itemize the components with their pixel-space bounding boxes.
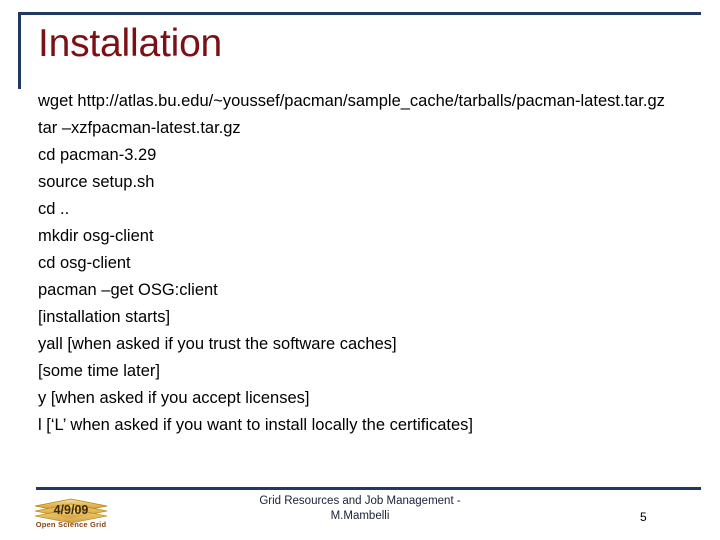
footer-center-text: Grid Resources and Job Management - M.Ma… <box>259 495 461 522</box>
body-line: [installation starts] <box>38 308 171 326</box>
body-line: l [‘L’ when asked if you want to install… <box>38 416 474 434</box>
page-title: Installation <box>38 22 223 65</box>
body-line: [some time later] <box>38 362 160 380</box>
body-line: cd pacman-3.29 <box>38 146 157 164</box>
slide-body: wget http://atlas.bu.edu/~youssef/pacman… <box>38 88 693 439</box>
open-science-grid-logo: 4/9/09 Open Science Grid <box>28 498 114 536</box>
body-line: cd osg-client <box>38 254 131 272</box>
title-left-rule <box>18 12 21 89</box>
body-line: cd .. <box>38 200 70 218</box>
body-line: wget http://atlas.bu.edu/~youssef/pacman… <box>38 92 665 110</box>
osg-lens-icon <box>34 498 108 524</box>
body-line: y [when asked if you accept licenses] <box>38 389 310 407</box>
body-line: mkdir osg-client <box>38 227 154 245</box>
logo-date-overlay: 4/9/09 <box>53 503 89 517</box>
logo-caption: Open Science Grid <box>35 520 107 529</box>
footer-rule <box>36 487 701 490</box>
body-line: yall [when asked if you trust the softwa… <box>38 335 397 353</box>
footer-page-number: 5 <box>640 510 647 524</box>
body-line: source setup.sh <box>38 173 155 191</box>
body-line: tar –xzfpacman-latest.tar.gz <box>38 119 241 137</box>
body-line: pacman –get OSG:client <box>38 281 218 299</box>
title-top-rule <box>18 12 701 15</box>
